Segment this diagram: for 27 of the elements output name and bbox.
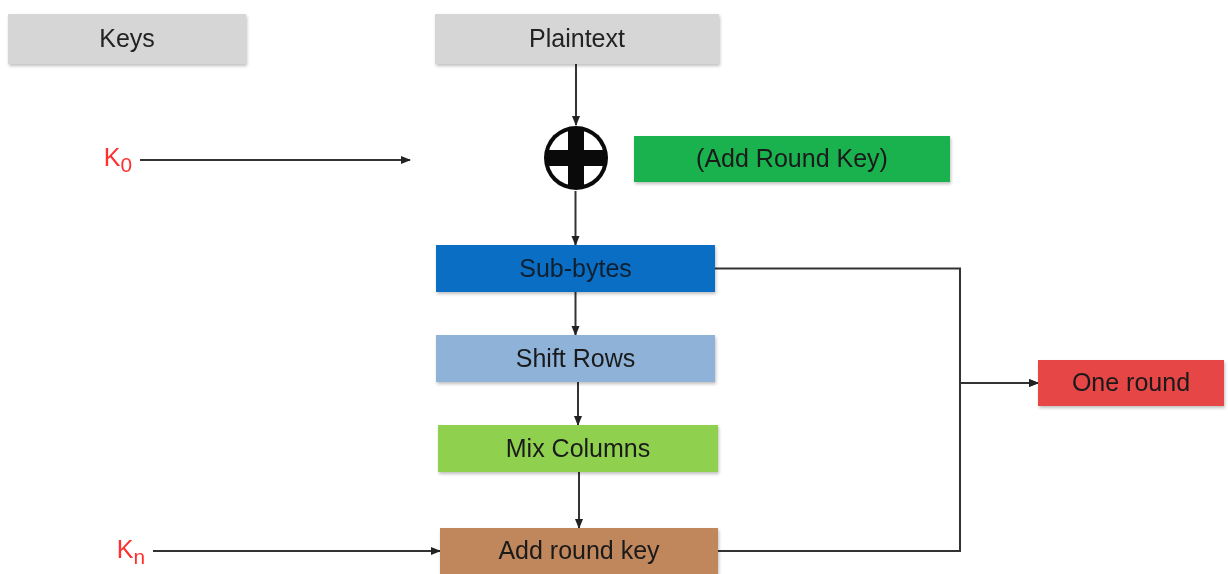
header-box bbox=[435, 14, 719, 64]
result-box bbox=[1038, 360, 1224, 406]
arrow bbox=[139, 156, 411, 164]
box-label: One round bbox=[1071, 369, 1191, 397]
arrow bbox=[152, 547, 441, 555]
box-label: (Add Round Key) bbox=[696, 145, 888, 173]
step-box bbox=[438, 425, 718, 472]
box-label: Plaintext bbox=[529, 25, 625, 53]
arrow bbox=[571, 190, 580, 246]
box-label: Shift Rows bbox=[515, 344, 636, 373]
step-box bbox=[440, 528, 718, 574]
xor-symbol bbox=[543, 125, 609, 191]
arrow bbox=[571, 291, 580, 336]
arrow bbox=[575, 471, 583, 529]
note-box bbox=[634, 136, 950, 182]
box-label: Sub-bytes bbox=[519, 254, 632, 283]
key-label: K$_{0}$ bbox=[103, 143, 133, 177]
arrow bbox=[574, 381, 582, 426]
key-label: K$_{n}$ bbox=[116, 535, 146, 569]
box-label: Keys bbox=[99, 25, 155, 53]
box-label: Mix Columns bbox=[505, 434, 651, 463]
box-label: Add round key bbox=[498, 537, 660, 565]
arrow bbox=[717, 379, 1039, 552]
step-box bbox=[436, 335, 715, 382]
arrow bbox=[572, 63, 580, 126]
header-box bbox=[8, 14, 246, 64]
step-box bbox=[436, 245, 715, 292]
